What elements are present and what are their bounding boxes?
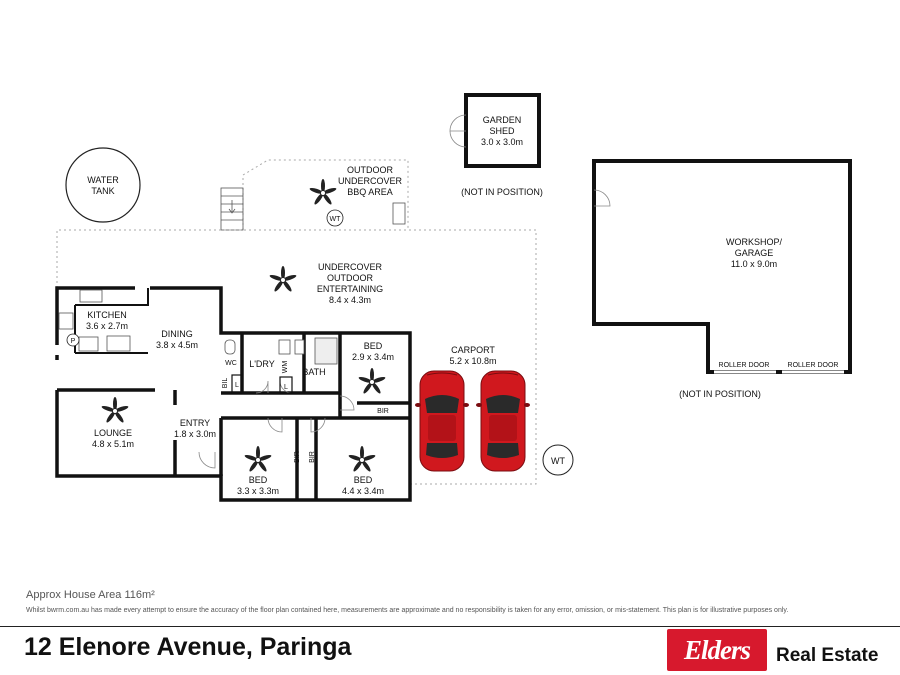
roller-door-2: ROLLER DOOR <box>788 362 839 369</box>
linen-label-1: L <box>235 382 239 389</box>
garden-shed-label-1: GARDEN <box>483 115 522 125</box>
bed1-label: BED <box>364 341 383 351</box>
disclaimer: Whilst bwrm.com.au has made every attemp… <box>26 607 789 614</box>
linen-cupboard-2 <box>279 376 293 394</box>
workshop-label-2: GARAGE <box>735 248 774 258</box>
dishwasher-icon <box>78 336 99 352</box>
company-name: Real Estate <box>776 645 879 666</box>
bil-label: BIL <box>222 378 229 389</box>
pantry-marker <box>66 333 80 347</box>
garden-shed-size: 3.0 x 3.0m <box>481 137 523 147</box>
door-swing-icon <box>449 130 467 148</box>
footer-divider <box>0 626 900 627</box>
wt-label-bbq: WT <box>330 216 342 223</box>
dining-label: DINING <box>161 329 193 339</box>
ceiling-fan-icon <box>100 396 130 425</box>
washbasin-icon <box>294 339 305 355</box>
workshop-garage <box>592 159 852 374</box>
sink-icon <box>392 202 406 225</box>
house-walls <box>55 286 412 502</box>
workshop-position-note: (NOT IN POSITION) <box>679 389 761 399</box>
bbq-label-2: UNDERCOVER <box>338 176 403 186</box>
water-tank-label-2: TANK <box>91 186 114 196</box>
carport-size: 5.2 x 10.8m <box>449 356 496 366</box>
water-tank-small <box>542 444 574 476</box>
entertaining-label-1: UNDERCOVER <box>318 262 383 272</box>
lounge-size: 4.8 x 5.1m <box>92 439 134 449</box>
water-tank-label-1: WATER <box>87 175 119 185</box>
entertaining-label-2: OUTDOOR <box>327 273 373 283</box>
door-swing-icon <box>593 189 611 207</box>
car-icon <box>414 370 470 472</box>
ceiling-fan-icon <box>357 367 387 396</box>
lounge-label: LOUNGE <box>94 428 132 438</box>
shed-position-note: (NOT IN POSITION) <box>461 187 543 197</box>
linen-label-2: L <box>284 384 288 391</box>
garden-shed-label-2: SHED <box>489 126 515 136</box>
door-swings <box>198 380 355 469</box>
bbq-label-1: OUTDOOR <box>347 165 393 175</box>
laundry-tub-icon <box>278 339 291 355</box>
entertaining-size: 8.4 x 4.3m <box>329 295 371 305</box>
entertaining-outline <box>56 229 537 485</box>
kitchen-size: 3.6 x 2.7m <box>86 321 128 331</box>
car-icon <box>475 370 531 472</box>
laundry-label: L'DRY <box>249 359 275 369</box>
entertaining-label-3: ENTERTAINING <box>317 284 383 294</box>
toilet-icon <box>224 339 236 355</box>
water-tank <box>65 147 141 223</box>
ceiling-fan-icon <box>243 445 273 474</box>
house-area: Approx House Area 116m² <box>26 589 155 601</box>
logo-text: Elders <box>683 634 751 665</box>
ceiling-fan-icon <box>268 265 298 294</box>
ceiling-fan-icon <box>308 178 338 207</box>
fridge-icon <box>106 335 131 352</box>
water-tank-small <box>326 209 344 227</box>
property-address: 12 Elenore Avenue, Paringa <box>24 633 352 661</box>
linen-cupboard <box>231 374 243 394</box>
elders-logo: Elders <box>667 629 767 671</box>
wc-label: WC <box>225 360 237 367</box>
bed3-size: 4.4 x 3.4m <box>342 486 384 496</box>
bed2-bir-label: BIR <box>294 451 301 463</box>
pantry-label: P <box>71 338 76 345</box>
bed1-bir-label: BIR <box>377 408 389 415</box>
bed3-bir-label: BIR <box>309 451 316 463</box>
shower-icon <box>314 337 338 365</box>
bed2-size: 3.3 x 3.3m <box>237 486 279 496</box>
door-swing-icon <box>449 114 467 132</box>
entry-size: 1.8 x 3.0m <box>174 429 216 439</box>
ceiling-fan-icon <box>347 445 377 474</box>
roller-door-1: ROLLER DOOR <box>719 362 770 369</box>
carport-label: CARPORT <box>451 345 495 355</box>
garden-shed <box>464 93 541 168</box>
kitchen-label: KITCHEN <box>87 310 127 320</box>
entry-label: ENTRY <box>180 418 210 428</box>
stairs-icon <box>220 187 244 231</box>
bed3-label: BED <box>354 475 373 485</box>
workshop-label-1: WORKSHOP/ <box>726 237 783 247</box>
bath-label: BATH <box>302 367 325 377</box>
sink-icon <box>79 289 103 303</box>
wt-label-carport: WT <box>551 456 565 466</box>
bbq-label-3: BBQ AREA <box>347 187 393 197</box>
dining-size: 3.8 x 4.5m <box>156 340 198 350</box>
bed1-size: 2.9 x 3.4m <box>352 352 394 362</box>
wm-label: WM <box>282 361 289 374</box>
stove-icon <box>58 312 74 330</box>
bed2-label: BED <box>249 475 268 485</box>
workshop-size: 11.0 x 9.0m <box>731 259 777 269</box>
